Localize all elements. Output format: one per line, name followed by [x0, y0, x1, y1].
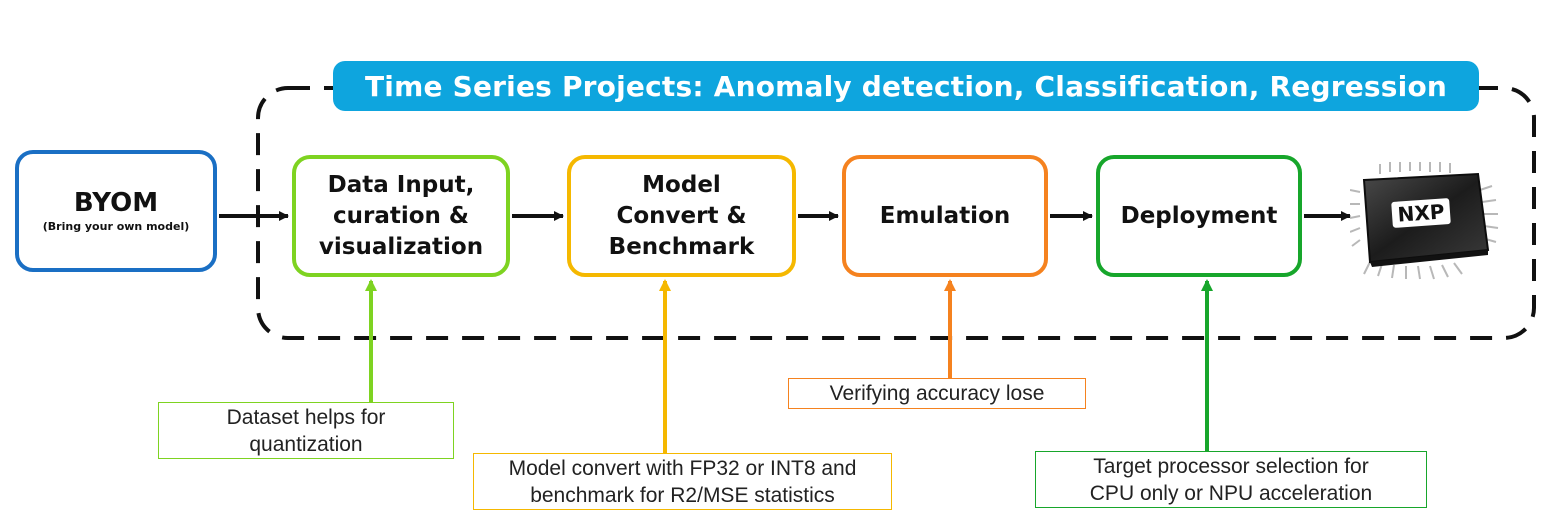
stage-emulation: Emulation	[842, 155, 1048, 277]
nxp-processor-chip-icon: NXP	[1350, 162, 1499, 280]
stage-model-convert: Model Convert & Benchmark	[567, 155, 796, 277]
stage-deployment-label: Deployment	[1120, 202, 1278, 229]
note-dataset-line-2: quantization	[249, 432, 363, 456]
byom-box: BYOM (Bring your own model)	[15, 150, 217, 272]
byom-title: BYOM	[73, 188, 159, 218]
stage-data-line-1: Data Input,	[327, 171, 475, 198]
note-deployment: Target processor selection for CPU only …	[1035, 451, 1427, 508]
note-dataset-line-1: Dataset helps for	[226, 405, 386, 429]
note-emulation-line-1: Verifying accuracy lose	[829, 382, 1045, 405]
project-banner: Time Series Projects: Anomaly detection,…	[333, 61, 1479, 111]
stage-model-line-2: Convert &	[616, 202, 747, 229]
stage-deployment: Deployment	[1096, 155, 1302, 277]
stage-data-line-3: visualization	[318, 233, 484, 260]
byom-subtitle: (Bring your own model)	[42, 220, 190, 233]
stage-model-line-1: Model	[642, 171, 721, 198]
stage-data-line-2: curation &	[333, 202, 469, 229]
note-emulation: Verifying accuracy lose	[788, 378, 1086, 409]
banner-title: Time Series Projects: Anomaly detection,…	[364, 69, 1448, 103]
note-model-line-2: benchmark for R2/MSE statistics	[530, 483, 835, 507]
stage-data-input: Data Input, curation & visualization	[292, 155, 510, 277]
chip-logo-text: NXP	[1397, 199, 1445, 226]
note-dataset: Dataset helps for quantization	[158, 402, 454, 459]
note-model-convert: Model convert with FP32 or INT8 and benc…	[473, 453, 892, 510]
note-deployment-line-1: Target processor selection for	[1093, 454, 1369, 478]
stage-model-line-3: Benchmark	[608, 233, 755, 260]
note-deployment-line-2: CPU only or NPU acceleration	[1089, 481, 1373, 505]
stage-emulation-label: Emulation	[879, 202, 1011, 229]
note-model-line-1: Model convert with FP32 or INT8 and	[508, 456, 857, 480]
project-frame	[256, 86, 1536, 340]
